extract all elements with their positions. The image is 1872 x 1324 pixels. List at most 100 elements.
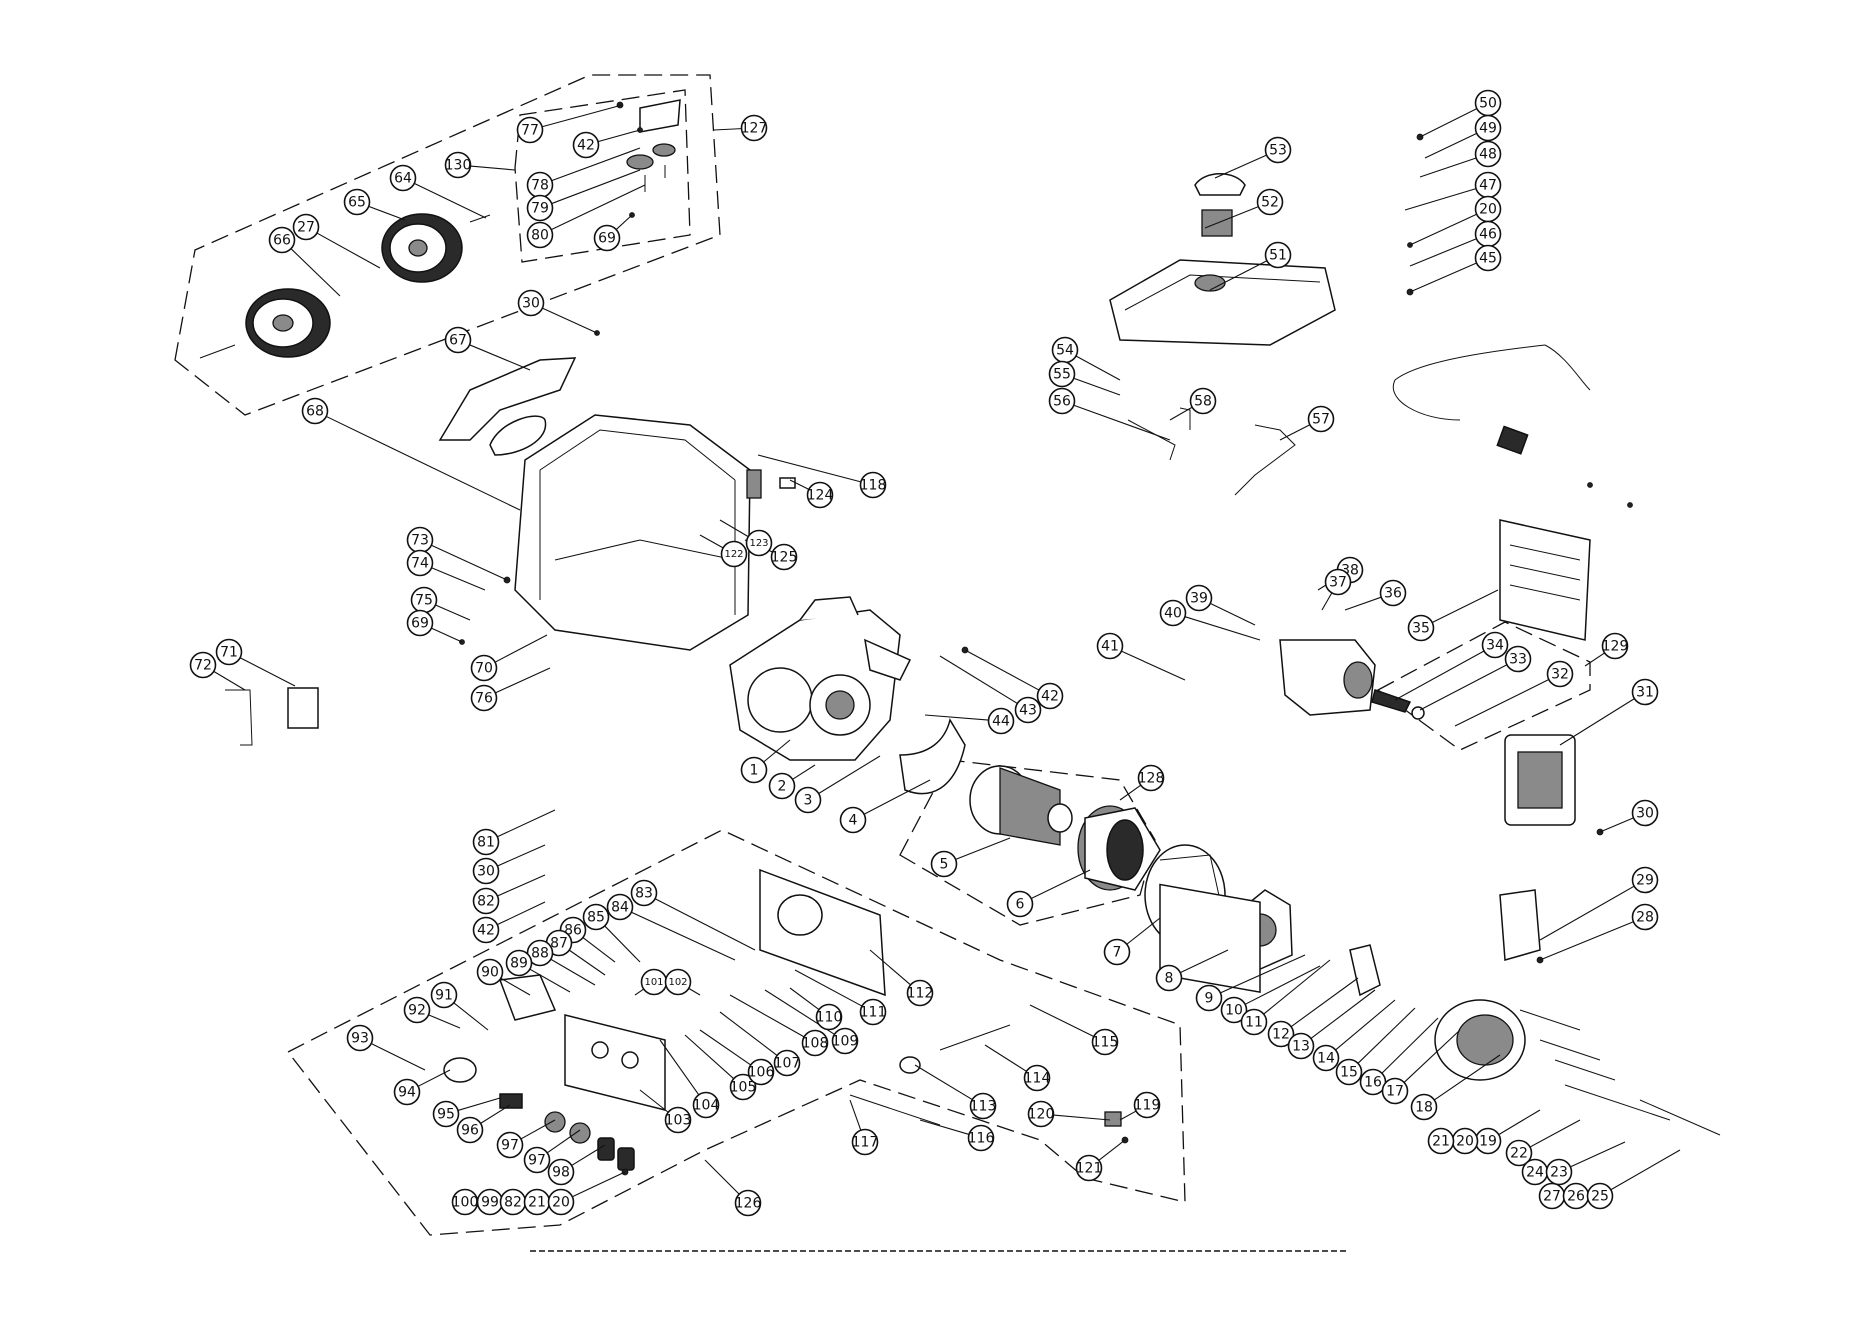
callout-94: 94 — [393, 1078, 421, 1106]
leader-line-81 — [497, 809, 556, 838]
callout-number: 42 — [577, 138, 595, 154]
callout-6: 6 — [1006, 890, 1034, 918]
leader-line-32 — [1454, 679, 1550, 727]
callout-21: 21 — [523, 1188, 551, 1216]
leader-line-110 — [789, 987, 820, 1010]
callout-100: 100 — [452, 1188, 478, 1216]
callout-number: 30 — [1636, 806, 1654, 822]
callout-number: 78 — [531, 178, 549, 194]
callout-20: 20 — [1451, 1127, 1479, 1155]
spark-arrestor-34 — [1371, 689, 1412, 713]
callout-120: 120 — [1028, 1100, 1054, 1128]
callout-number: 67 — [449, 333, 467, 349]
choke-cable — [1392, 344, 1591, 455]
callout-balloon — [268, 226, 296, 254]
leader-lines — [213, 104, 1681, 1198]
callout-balloon — [1601, 632, 1629, 660]
leader-line-114 — [984, 1044, 1027, 1072]
callout-balloon — [189, 651, 217, 679]
leader-line-37 — [1321, 592, 1333, 611]
callout-127: 127 — [741, 114, 767, 142]
group-127-wheel-kit-outline — [174, 74, 721, 416]
leader-line-95 — [457, 1097, 501, 1111]
callout-balloon — [547, 1158, 575, 1186]
callout-balloon — [734, 1189, 762, 1217]
callout-76: 76 — [470, 684, 498, 712]
leader-line-9 — [1220, 954, 1306, 994]
callout-number: 10 — [1225, 1003, 1243, 1019]
callout-number: 97 — [501, 1138, 519, 1154]
muffler — [1159, 639, 1425, 994]
group-129-muffler-outline — [1376, 621, 1591, 751]
callout-80: 80 — [526, 221, 554, 249]
callout-number: 31 — [1636, 685, 1654, 701]
callout-number: 58 — [1194, 394, 1212, 410]
callout-27: 27 — [1538, 1182, 1566, 1210]
callout-119: 119 — [1134, 1091, 1160, 1119]
callout-15: 15 — [1335, 1058, 1363, 1086]
callout-number: 26 — [1567, 1189, 1585, 1205]
callout-27: 27 — [292, 213, 320, 241]
callout-13: 13 — [1287, 1032, 1315, 1060]
callout-balloon — [526, 221, 554, 249]
engine-control-90 — [498, 974, 557, 1021]
leader-line-124 — [789, 479, 810, 490]
leader-line-113 — [914, 1064, 973, 1101]
callout-number: 99 — [481, 1195, 499, 1211]
callout-45: 45 — [1474, 244, 1502, 272]
leader-line-2 — [792, 764, 816, 780]
callout-48: 48 — [1474, 140, 1502, 168]
callout-82: 82 — [499, 1188, 527, 1216]
callout-129: 129 — [1601, 632, 1629, 660]
leader-line-51 — [1209, 260, 1268, 291]
callout-number: 68 — [306, 404, 324, 420]
callout-30: 30 — [472, 857, 500, 885]
callout-number: 16 — [1364, 1075, 1382, 1091]
leader-line-94 — [417, 1069, 451, 1087]
callout-balloon — [406, 609, 434, 637]
leader-line-115 — [1029, 1004, 1095, 1037]
engine-1 — [729, 596, 912, 761]
fuel-tank-51 — [1109, 173, 1336, 346]
outlet-97b — [569, 1122, 591, 1144]
wheel-rear — [245, 288, 331, 358]
frame-assembly — [438, 357, 796, 651]
leader-line-13 — [1310, 989, 1376, 1039]
callout-number: 109 — [832, 1034, 859, 1050]
callout-83: 83 — [630, 879, 658, 907]
callout-91: 91 — [430, 981, 458, 1009]
callout-balloon — [664, 1106, 692, 1134]
callout-balloon — [1586, 1182, 1614, 1210]
callout-balloon — [664, 968, 692, 996]
callout-117: 117 — [852, 1128, 878, 1156]
callout-balloon — [1407, 614, 1435, 642]
callout-18: 18 — [1410, 1093, 1438, 1121]
callout-17: 17 — [1381, 1077, 1409, 1105]
leader-line-23 — [1570, 1141, 1626, 1168]
leader-line-85 — [604, 925, 641, 963]
callout-number: 89 — [510, 956, 528, 972]
callout-54: 54 — [1051, 336, 1079, 364]
callout-balloon — [1240, 1008, 1268, 1036]
callout-124: 124 — [807, 481, 833, 509]
callout-number: 50 — [1479, 96, 1497, 112]
callout-number: 115 — [1092, 1035, 1119, 1051]
callout-balloon — [1474, 244, 1502, 272]
callout-number: 65 — [348, 195, 366, 211]
callout-balloon — [1474, 114, 1502, 142]
callout-109: 109 — [832, 1027, 859, 1055]
leader-line-41 — [1121, 650, 1186, 681]
callout-balloon — [1023, 1064, 1051, 1092]
callout-number: 57 — [1312, 412, 1330, 428]
callout-30: 30 — [1631, 799, 1659, 827]
callout-number: 3 — [804, 793, 813, 809]
callout-5: 5 — [930, 850, 958, 878]
callout-25: 25 — [1586, 1182, 1614, 1210]
callout-number: 51 — [1269, 248, 1287, 264]
callout-number: 91 — [435, 988, 453, 1004]
callout-number: 114 — [1024, 1071, 1051, 1087]
leader-line-91 — [453, 1002, 489, 1031]
callout-number: 44 — [992, 714, 1010, 730]
callout-number: 30 — [522, 296, 540, 312]
callout-number: 76 — [475, 691, 493, 707]
